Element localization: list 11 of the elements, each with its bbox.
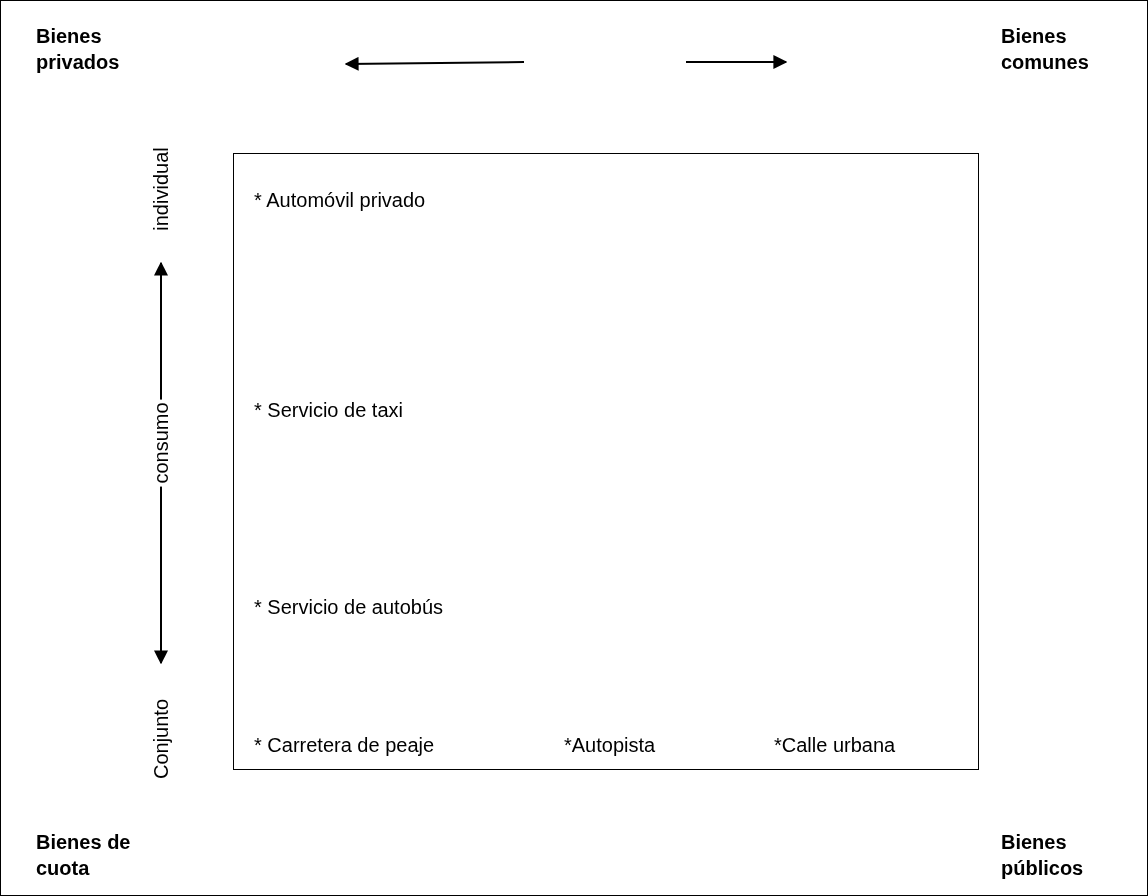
corner-label: Bienes públicos [1001, 830, 1085, 881]
corner-label: Bienes comunes [1001, 24, 1090, 75]
list-item: * Servicio de taxi [254, 399, 403, 422]
list-item: * Carretera de peaje [254, 734, 435, 757]
corner-label: Bienes de cuota [36, 830, 132, 881]
list-item: * Automóvil privado [254, 189, 426, 212]
list-item: *Autopista [564, 734, 656, 757]
list-item: * Servicio de autobús [254, 596, 443, 619]
classification-box [233, 153, 979, 770]
list-item: *Calle urbana [774, 734, 896, 757]
corner-label: Bienes privados [36, 24, 121, 75]
